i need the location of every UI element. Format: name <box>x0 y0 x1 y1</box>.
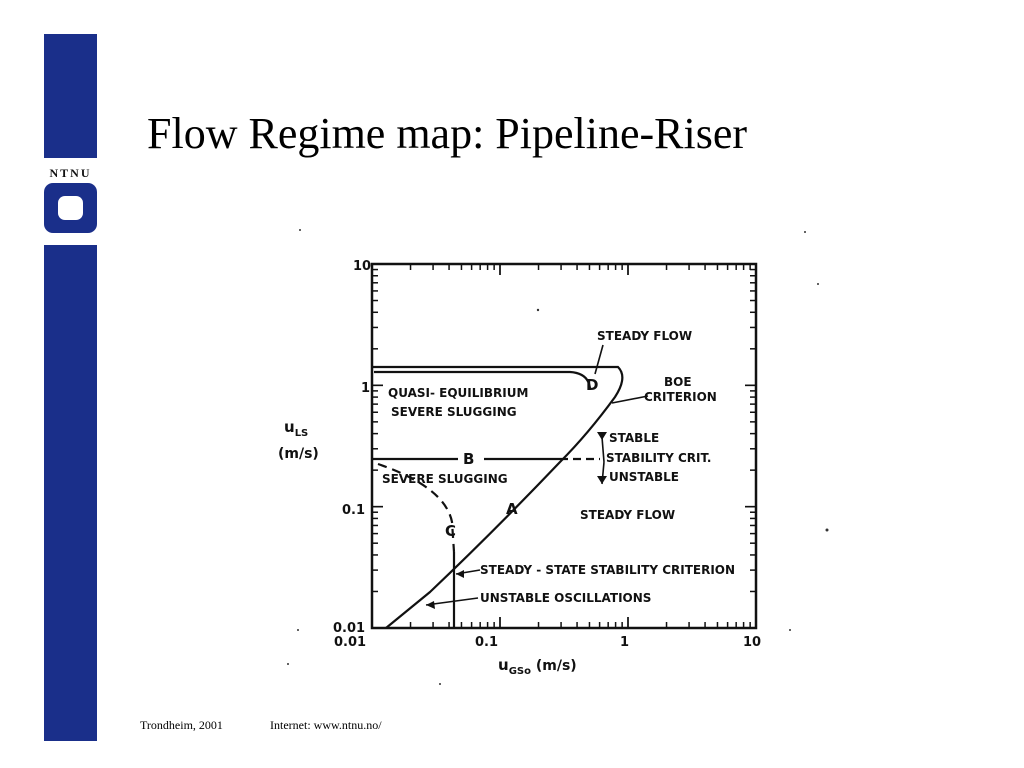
ntnu-logo-icon <box>44 183 97 233</box>
y-tick-1: 1 <box>361 381 370 396</box>
brand-wordmark: NTNU <box>49 166 92 180</box>
x-tick-0.01: 0.01 <box>334 635 366 650</box>
annotation-unstable-oscillations: UNSTABLE OSCILLATIONS <box>480 591 651 605</box>
axis-tick-marks <box>371 263 757 629</box>
curve-d-inner <box>374 370 592 389</box>
x-axis-label: uGSo (m/s) <box>498 656 577 677</box>
curve-label-a: A <box>506 500 518 518</box>
region-quasi-severe-slugging: SEVERE SLUGGING <box>391 405 517 419</box>
plot-frame <box>370 262 758 630</box>
sidebar-band-bottom <box>44 245 97 741</box>
regime-boundaries <box>372 365 624 629</box>
sidebar-band-top <box>44 34 97 158</box>
annotation-arrowheads <box>426 432 607 609</box>
scan-specks <box>287 229 829 685</box>
annotation-stable: STABLE <box>609 431 659 445</box>
x-tick-10: 10 <box>743 635 761 650</box>
curve-label-d: D <box>586 376 598 394</box>
curve-d-boe-boundary <box>372 365 624 629</box>
region-steady-flow: STEADY FLOW <box>580 508 675 522</box>
annotation-criterion: CRITERION <box>644 390 717 404</box>
flow-regime-map: 10 1 0.1 0.01 0.01 0.1 1 10 uLS (m/s) uG… <box>278 229 829 685</box>
x-tick-0.1: 0.1 <box>475 635 498 650</box>
y-axis-label: uLS <box>284 418 308 439</box>
footer-location: Trondheim, 2001 <box>140 718 223 732</box>
x-tick-1: 1 <box>620 635 629 650</box>
y-tick-0.1: 0.1 <box>342 503 365 518</box>
y-axis-unit: (m/s) <box>278 446 319 462</box>
annotation-boe: BOE <box>664 375 692 389</box>
y-tick-0.01: 0.01 <box>333 621 365 636</box>
annotation-unstable: UNSTABLE <box>609 470 679 484</box>
y-tick-10: 10 <box>353 259 371 274</box>
curve-label-c: C <box>445 522 456 540</box>
region-severe-slugging: SEVERE SLUGGING <box>382 472 508 486</box>
annotation-steady-state: STEADY - STATE STABILITY CRITERION <box>480 563 735 577</box>
annotation-stability-crit: STABILITY CRIT. <box>606 451 711 465</box>
annotation-steady-flow: STEADY FLOW <box>597 329 692 343</box>
region-quasi-equilibrium: QUASI- EQUILIBRIUM <box>388 386 528 400</box>
curve-label-b: B <box>463 450 474 468</box>
slide-title: Flow Regime map: Pipeline-Riser <box>147 109 748 158</box>
footer-url: Internet: www.ntnu.no/ <box>270 718 382 732</box>
curve-c-dashed <box>377 462 456 553</box>
